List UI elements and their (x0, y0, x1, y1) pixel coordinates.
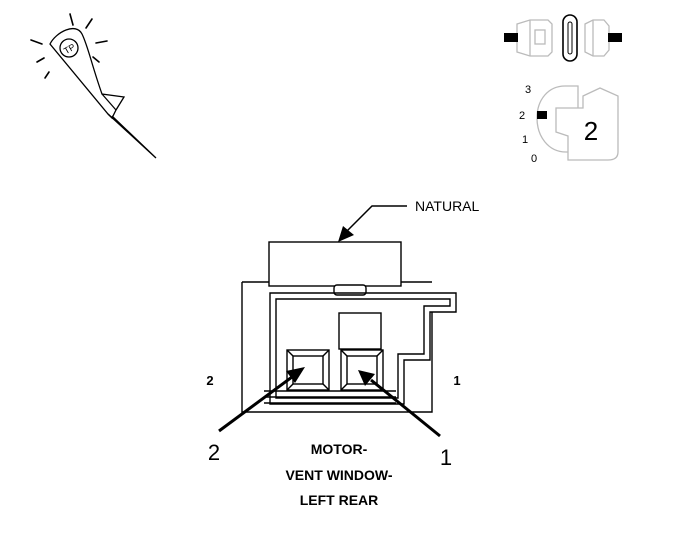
rotation-number-1: 1 (522, 134, 528, 146)
pointer-arrow-right (358, 370, 441, 438)
probe-label: TP (62, 42, 77, 56)
test-probe-icon: TP (30, 13, 157, 159)
connector-view-icon (504, 14, 622, 62)
pointer-arrow-left (218, 367, 305, 433)
pin-label-left: 2 (206, 373, 213, 388)
material-callout: NATURAL (338, 198, 480, 242)
pointer-label-left: 2 (208, 440, 220, 465)
material-label: NATURAL (415, 198, 480, 214)
caption-line-1: MOTOR- (311, 441, 368, 457)
selected-position-number: 2 (584, 116, 598, 146)
caption-line-2: VENT WINDOW- (285, 467, 392, 483)
pin-label-right: 1 (453, 373, 460, 388)
rotation-number-0: 0 (531, 153, 537, 165)
pointer-label-right: 1 (440, 445, 452, 470)
connector-body (241, 241, 457, 413)
caption-line-3: LEFT REAR (300, 492, 379, 508)
rotation-number-2: 2 (519, 110, 525, 122)
connector-caption: MOTOR- VENT WINDOW- LEFT REAR (285, 441, 392, 508)
rotation-indicator-icon: 3 2 1 0 2 (519, 84, 619, 165)
rotation-number-3: 3 (525, 84, 531, 96)
